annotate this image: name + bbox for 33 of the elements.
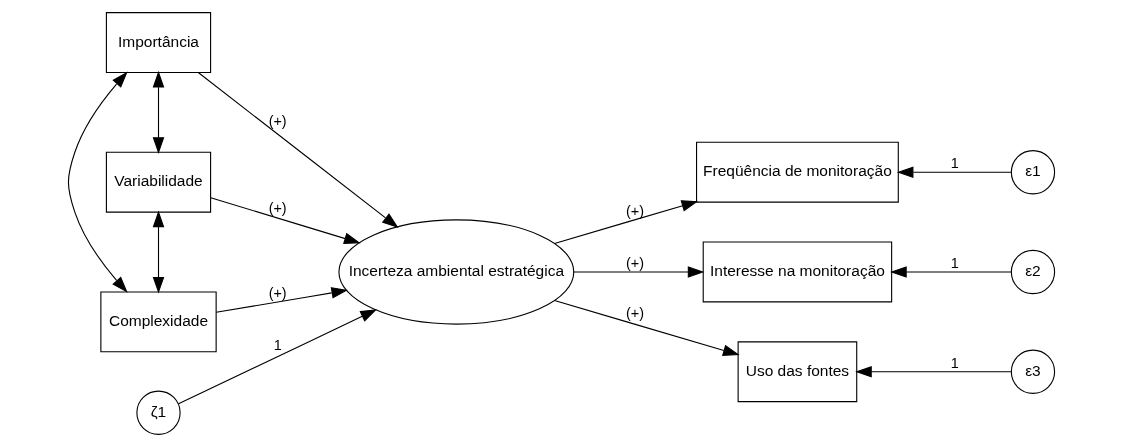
- arrow: [554, 300, 740, 356]
- arrow: [215, 287, 349, 313]
- edge-label: (+): [626, 202, 645, 219]
- node-circle: ε1: [1010, 150, 1056, 195]
- node-box: Variabilidade: [105, 151, 212, 213]
- node-box: Interesse na monitoração: [702, 241, 893, 303]
- edge-label: (+): [268, 113, 287, 130]
- node-circle: ε2: [1010, 249, 1056, 295]
- node-circle: ε3: [1010, 349, 1056, 394]
- arrow: [573, 266, 705, 278]
- arrow: [67, 71, 128, 293]
- edge-label: 1: [273, 337, 282, 354]
- arrow: [178, 309, 378, 405]
- edge-label: (+): [626, 255, 645, 271]
- node-box: Importância: [105, 12, 212, 74]
- edge-label: 1: [950, 255, 959, 271]
- edge-label: 1: [950, 354, 959, 371]
- arrow: [152, 70, 165, 154]
- arrow: [855, 365, 1012, 378]
- edge-label: 1: [950, 155, 959, 172]
- arrow: [210, 197, 361, 244]
- edge-label: (+): [626, 304, 645, 321]
- arrow: [197, 72, 399, 229]
- arrow: [152, 210, 165, 294]
- edge-label: (+): [268, 284, 287, 301]
- node-circle: ζ1: [136, 390, 181, 435]
- arrow: [890, 266, 1012, 278]
- edge-label: (+): [268, 199, 287, 216]
- node-box: Complexidade: [100, 291, 217, 353]
- arrow: [896, 166, 1012, 179]
- node-box: Uso das fontes: [737, 341, 858, 403]
- arrow: [554, 200, 699, 244]
- node-box: Freqüência de monitoração: [696, 141, 899, 203]
